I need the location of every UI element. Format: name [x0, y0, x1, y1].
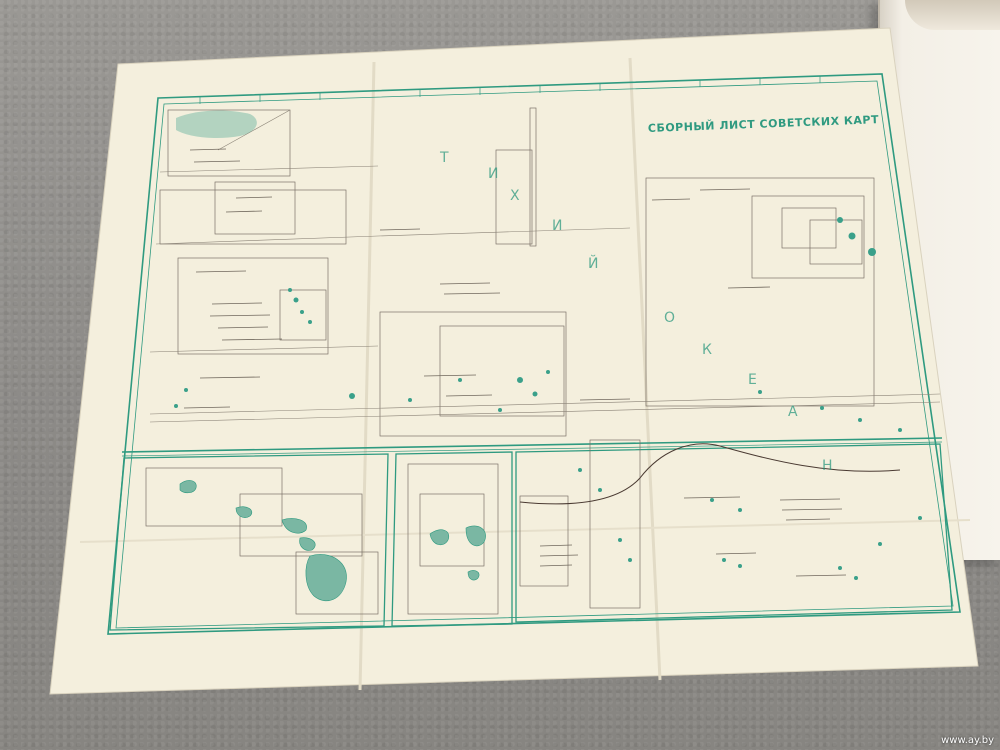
watermark: www.ay.by	[941, 735, 994, 746]
ocean-letter: Н	[822, 458, 833, 474]
island-clusters	[174, 110, 922, 580]
inset-south-pacific	[515, 443, 953, 623]
place-label-marks	[183, 148, 847, 577]
ocean-letter: О	[664, 310, 675, 326]
ocean-letter: И	[488, 166, 498, 182]
inset-divider-2	[121, 441, 943, 457]
fold-line-1	[358, 61, 376, 691]
ocean-letter: Х	[510, 188, 520, 204]
boundary-curve	[519, 443, 901, 505]
inset-divider	[121, 437, 943, 453]
ocean-letter: Й	[588, 254, 598, 272]
ocean-letter: Е	[748, 372, 757, 388]
ocean-letter: К	[702, 342, 712, 358]
map-frame-inner	[115, 80, 954, 629]
samoa-islands	[429, 525, 486, 581]
main-grid-lines	[149, 165, 941, 423]
map-frame-outer	[107, 73, 961, 635]
inset-samoa	[391, 451, 513, 627]
fold-line-3	[79, 519, 971, 543]
hawaii-islands	[179, 480, 347, 602]
ocean-letter: А	[788, 404, 798, 420]
book-page-edge	[905, 0, 1000, 30]
ocean-letter: Т	[439, 150, 449, 166]
inset-hawaii	[109, 453, 389, 631]
ocean-letter: И	[552, 218, 562, 234]
paper-sheet	[49, 27, 979, 695]
diagonal-line	[217, 109, 291, 151]
sheet-rectangles	[145, 107, 875, 615]
fold-line-2	[628, 57, 662, 681]
ocean-name: Т И Х И Й О К Е А Н	[439, 150, 833, 474]
top-degree-ticks	[199, 76, 821, 104]
